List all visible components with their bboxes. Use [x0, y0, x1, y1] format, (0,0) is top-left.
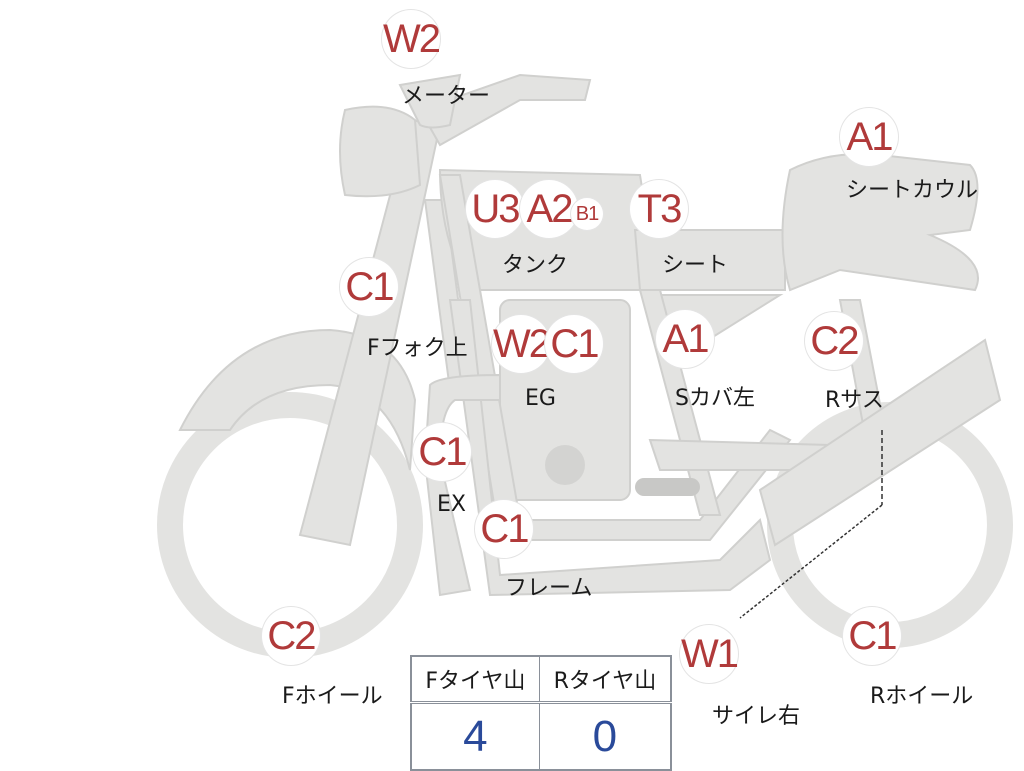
badge-seat: T3 [630, 180, 688, 238]
badge-exhaust: C1 [413, 423, 471, 481]
tire-tread-table: Fタイヤ山 Rタイヤ山 4 0 [410, 655, 672, 771]
label-seat-cowl: シートカウル [846, 178, 979, 203]
badge-front-wheel: C2 [262, 607, 320, 665]
badge-fork-upper: C1 [340, 258, 398, 316]
value-front-tire: 4 [410, 702, 540, 771]
badge-rear-suspension: C2 [805, 312, 863, 370]
label-muffler: サイレ右 [712, 704, 801, 729]
value-rear-tire: 0 [538, 702, 672, 771]
label-engine: EG [525, 386, 556, 411]
footpeg [635, 478, 700, 496]
header-rear-tire: Rタイヤ山 [538, 655, 672, 704]
badge-side-cover: A1 [656, 310, 714, 368]
badge-engine-c1: C1 [545, 315, 603, 373]
label-front-wheel: Fホイール [282, 684, 383, 709]
badge-tank-a2: A2 [520, 180, 578, 238]
frame-rail-upper [438, 174, 792, 541]
badge-tank-b1: B1 [571, 198, 603, 230]
label-exhaust: EX [437, 492, 466, 517]
headlight [339, 105, 422, 198]
muffler [758, 338, 1002, 547]
badge-frame: C1 [475, 500, 533, 558]
meter [398, 73, 462, 129]
badge-rear-wheel: C1 [843, 607, 901, 665]
badge-engine-w2: W2 [492, 315, 551, 373]
label-fork-upper: Fフォク上 [367, 336, 468, 361]
seat [633, 229, 786, 291]
badge-seat-cowl: A1 [840, 108, 898, 166]
label-seat: シート [662, 253, 729, 278]
header-front-tire: Fタイヤ山 [410, 655, 540, 704]
label-side-cover: Sカバ左 [675, 386, 755, 411]
handlebar [418, 73, 592, 147]
label-meter: メーター [402, 84, 491, 109]
label-tank: タンク [502, 253, 569, 278]
muffler-leader [739, 504, 883, 619]
label-frame: フレーム [505, 576, 593, 601]
badge-tank-u3: U3 [466, 180, 524, 238]
label-rear-suspension: Rサス [825, 388, 884, 413]
label-rear-wheel: Rホイール [870, 684, 974, 709]
badge-muffler: W1 [680, 625, 739, 683]
badge-meter: W2 [382, 10, 441, 68]
engine-cover [545, 445, 585, 485]
